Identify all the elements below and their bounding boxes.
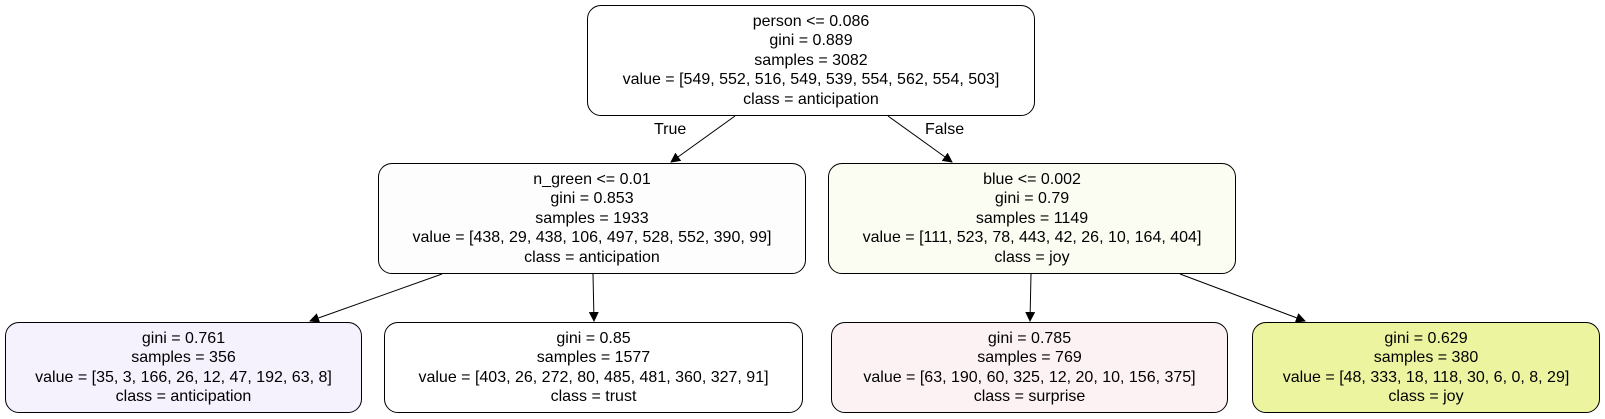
node-samples: samples = 356 bbox=[131, 349, 236, 366]
node-gini: gini = 0.79 bbox=[994, 190, 1070, 208]
node-class: class = anticipation bbox=[524, 248, 660, 266]
edge-root-to-left bbox=[670, 115, 736, 163]
node-split-rule: person <= 0.086 bbox=[752, 12, 870, 30]
node-gini: gini = 0.629 bbox=[1384, 329, 1468, 347]
edge-right-to-right-right bbox=[1179, 273, 1306, 323]
tree-leaf-right-left: gini = 0.785 samples = 769 value = [63, … bbox=[831, 322, 1228, 413]
node-value: value = [35, 3, 166, 26, 12, 47, 192, 63… bbox=[35, 368, 332, 386]
node-value: value = [403, 26, 272, 80, 485, 481, 360… bbox=[418, 368, 769, 386]
tree-leaf-right-right: gini = 0.629 samples = 380 value = [48, … bbox=[1252, 322, 1600, 413]
tree-node-left: n_green <= 0.01 gini = 0.853 samples = 1… bbox=[378, 163, 806, 274]
node-samples: samples = 3082 bbox=[754, 51, 868, 69]
node-split-rule: n_green <= 0.01 bbox=[533, 170, 651, 188]
node-class: class = surprise bbox=[973, 388, 1086, 405]
node-class: class = anticipation bbox=[743, 90, 879, 108]
node-samples: samples = 1933 bbox=[535, 209, 649, 227]
tree-leaf-left-right: gini = 0.85 samples = 1577 value = [403,… bbox=[384, 322, 803, 413]
edge-left-to-left-left bbox=[309, 273, 443, 323]
node-gini: gini = 0.785 bbox=[987, 329, 1072, 347]
node-samples: samples = 769 bbox=[977, 349, 1082, 366]
node-samples: samples = 1149 bbox=[975, 209, 1089, 227]
tree-node-root: person <= 0.086 gini = 0.889 samples = 3… bbox=[587, 5, 1035, 116]
node-gini: gini = 0.85 bbox=[556, 329, 631, 347]
edge-label-false: False bbox=[925, 121, 965, 138]
node-split-rule: blue <= 0.002 bbox=[983, 170, 1081, 188]
node-samples: samples = 1577 bbox=[536, 349, 651, 366]
node-class: class = joy bbox=[994, 248, 1070, 266]
node-value: value = [549, 552, 516, 549, 539, 554, 5… bbox=[622, 71, 1000, 89]
tree-leaf-left-left: gini = 0.761 samples = 356 value = [35, … bbox=[5, 322, 362, 413]
node-class: class = joy bbox=[1388, 388, 1464, 405]
node-samples: samples = 380 bbox=[1373, 349, 1479, 366]
edge-label-true: True bbox=[654, 121, 687, 138]
node-gini: gini = 0.889 bbox=[769, 32, 853, 50]
node-class: class = anticipation bbox=[115, 388, 252, 405]
node-value: value = [48, 333, 18, 118, 30, 6, 0, 8, … bbox=[1282, 368, 1570, 386]
edge-right-to-right-left bbox=[1025, 273, 1036, 322]
edge-left-to-left-right bbox=[588, 273, 599, 322]
node-value: value = [438, 29, 438, 106, 497, 528, 55… bbox=[412, 229, 772, 247]
node-gini: gini = 0.853 bbox=[550, 190, 634, 208]
node-gini: gini = 0.761 bbox=[141, 329, 226, 347]
tree-node-right: blue <= 0.002 gini = 0.79 samples = 1149… bbox=[828, 163, 1236, 274]
node-value: value = [111, 523, 78, 443, 42, 26, 10, … bbox=[862, 229, 1202, 247]
node-class: class = trust bbox=[550, 388, 637, 405]
node-value: value = [63, 190, 60, 325, 12, 20, 10, 1… bbox=[863, 368, 1196, 386]
edge-root-to-right bbox=[887, 115, 953, 163]
